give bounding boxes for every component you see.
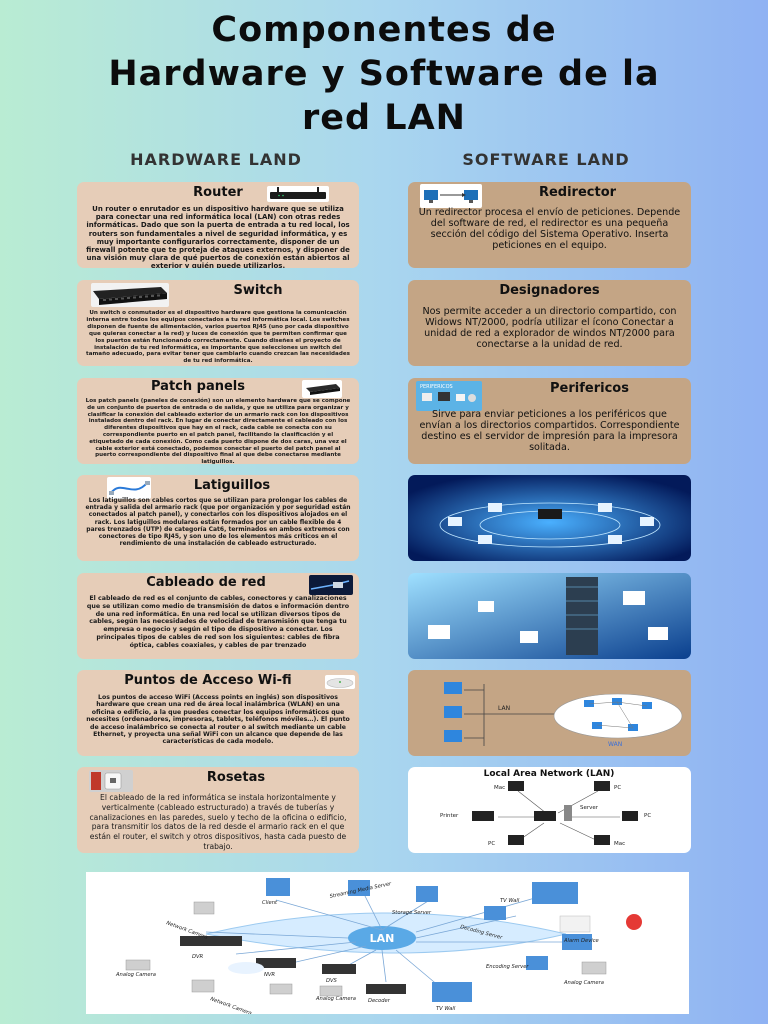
redirector-text: Un redirector procesa el envío de petici…: [418, 207, 681, 251]
designadores-title: Designadores: [499, 283, 600, 298]
latiguillos-text: Los latiguillos son cables cortos que se…: [85, 497, 351, 548]
banner-dvr-label: DVR: [192, 954, 204, 960]
lan-pc-1-label: PC: [614, 785, 621, 791]
redirector-title: Redirector: [538, 185, 617, 200]
router-text: Un router o enrutador es un dispositivo …: [86, 205, 350, 268]
patch-panels-text: Los patch panels (paneles de conexión) s…: [85, 398, 351, 464]
lan-server-label: Server: [580, 805, 599, 811]
wifi-card: Puntos de Acceso Wi-fi Los puntos de acc…: [77, 670, 359, 756]
wan-diagram-wan-label: WAN: [608, 741, 622, 748]
roseta-image: [89, 770, 133, 792]
rosetas-title: Rosetas: [206, 770, 266, 785]
redirector-image: [420, 184, 482, 208]
lan-diagram-title: Local Area Network (LAN): [484, 769, 615, 779]
rosetas-card: Rosetas El cableado de la red informátic…: [77, 767, 359, 853]
switch-title: Switch: [233, 283, 283, 298]
access-point-image: [325, 675, 355, 689]
wifi-title: Puntos de Acceso Wi-fi: [124, 673, 292, 688]
banner-analog-1-label: Analog Camera: [115, 972, 156, 978]
lan-surveillance-diagram: LAN Client Streaming Media Server Storag…: [86, 872, 689, 1014]
perifericos-image: PERIFERICOS: [416, 381, 482, 411]
banner-tvwall-2-label: TV Wall: [436, 1006, 456, 1012]
title-line-1: Componentes de: [211, 10, 557, 50]
switch-card: Switch Un switch o conmutador es el disp…: [77, 280, 359, 366]
banner-nvr-label: NVR: [264, 972, 275, 978]
banner-storage-label: Storage Server: [392, 910, 432, 916]
switch-text: Un switch o conmutador es el dispositivo…: [86, 310, 350, 365]
router-image: [267, 186, 329, 202]
router-card: Router Un router o enrutador es un dispo…: [77, 182, 359, 268]
wan-diagram: LAN WAN: [408, 670, 691, 756]
lan-mac-1-label: Mac: [494, 785, 505, 791]
banner-analog-2-label: Analog Camera: [315, 996, 356, 1002]
latiguillos-title: Latiguillos: [193, 478, 271, 493]
lan-mac-2-label: Mac: [614, 841, 625, 847]
banner-alarm-label: Alarm Device: [563, 938, 599, 944]
title-line-3: red LAN: [302, 98, 466, 138]
router-title: Router: [193, 185, 243, 200]
latiguillos-card: Latiguillos Los latiguillos son cables c…: [77, 475, 359, 561]
rosetas-text: El cableado de la red informática se ins…: [89, 793, 347, 851]
patch-panels-title: Patch panels: [151, 379, 245, 394]
perifericos-card: PERIFERICOS Perifericos Sirve para envia…: [408, 378, 691, 464]
patch-panel-image: [302, 380, 342, 398]
lan-printer-label: Printer: [440, 813, 459, 819]
redirector-card: Redirector Un redirector procesa el enví…: [408, 182, 691, 268]
banner-lan-label: LAN: [370, 932, 395, 945]
patch-panels-card: Patch panels Los patch panels (paneles d…: [77, 378, 359, 464]
cableado-text: El cableado de red es el conjunto de cab…: [86, 595, 350, 649]
network-image-2: [408, 573, 691, 659]
wifi-text: Los puntos de acceso WiFi (Access points…: [86, 694, 350, 746]
banner-encoding-label: Encoding Server: [486, 964, 529, 970]
cableado-title: Cableado de red: [146, 575, 266, 590]
banner-tvwall-1-label: TV Wall: [500, 898, 520, 904]
banner-analog-3-label: Analog Camera: [563, 980, 604, 986]
lan-pc-2-label: PC: [644, 813, 651, 819]
network-image-1: [408, 475, 691, 561]
network-cable-image: [309, 575, 353, 595]
perifericos-title: Perifericos: [550, 381, 629, 396]
designadores-text: Nos permite acceder a un directorio comp…: [422, 306, 677, 350]
latiguillo-cable-image: [107, 477, 151, 499]
banner-client-label: Client: [262, 900, 278, 906]
perifericos-text: Sirve para enviar peticiones a los perif…: [419, 409, 680, 453]
hardware-column-heading: HARDWARE LAND: [130, 150, 302, 169]
perifericos-image-label: PERIFERICOS: [420, 384, 453, 390]
banner-dvs-label: DVS: [326, 978, 338, 984]
banner-decoder-label: Decoder: [368, 998, 391, 1004]
switch-image: [91, 283, 169, 307]
lan-diagram: Local Area Network (LAN) Mac PC Printer …: [408, 767, 691, 853]
software-column-heading: SOFTWARE LAND: [462, 150, 630, 169]
lan-pc-3-label: PC: [488, 841, 495, 847]
cableado-card: Cableado de red El cableado de red es el…: [77, 573, 359, 659]
title-line-2: Hardware y Software de la: [108, 54, 660, 94]
designadores-card: Designadores Nos permite acceder a un di…: [408, 280, 691, 366]
poster-title: Componentes de Hardware y Software de la…: [0, 8, 768, 140]
wan-diagram-lan-label: LAN: [498, 705, 510, 712]
